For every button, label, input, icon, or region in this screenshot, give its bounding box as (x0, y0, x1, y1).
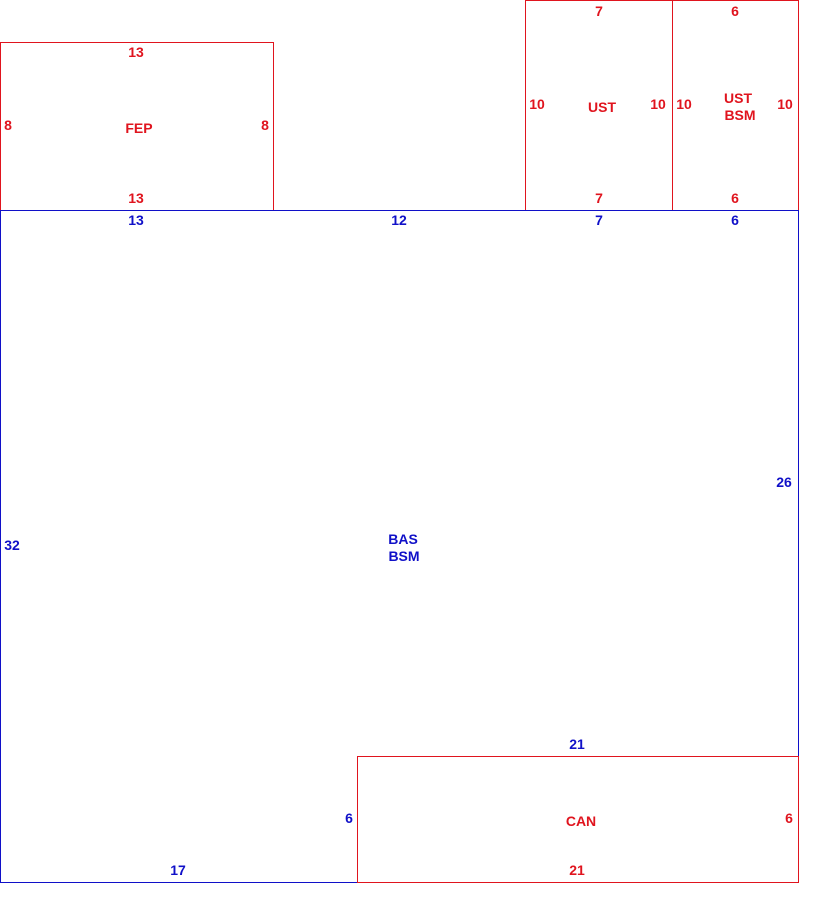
bas-bsm-top-dimension-1: 13 (128, 212, 144, 228)
ust-left-dimension: 10 (529, 96, 545, 112)
bas-bsm-notch-top-dimension: 21 (569, 736, 585, 752)
ust-top-dimension: 7 (595, 3, 603, 19)
bas-bsm-left-dimension: 32 (4, 537, 20, 553)
ust-bsm-name-line2: BSM (724, 107, 755, 123)
bas-bsm-bottom-dimension: 17 (170, 862, 186, 878)
ust-bsm-name-line1: UST (724, 90, 752, 106)
can-name: CAN (566, 813, 596, 829)
bas-bsm-notch-side-dimension: 6 (345, 810, 353, 826)
fep-right-dimension: 8 (261, 117, 269, 133)
ust-name: UST (588, 99, 616, 115)
bas-bsm-top-dimension-4: 6 (731, 212, 739, 228)
ust-bsm-bottom-dimension: 6 (731, 190, 739, 206)
fep-top-dimension: 13 (128, 44, 144, 60)
bas-bsm-top-dimension-2: 12 (391, 212, 407, 228)
fep-name: FEP (125, 120, 152, 136)
can-outline (357, 756, 799, 883)
bas-bsm-right-dimension: 26 (776, 474, 792, 490)
ust-bottom-dimension: 7 (595, 190, 603, 206)
can-right-dimension: 6 (785, 810, 793, 826)
can-bottom-dimension: 21 (569, 862, 585, 878)
fep-left-dimension: 8 (4, 117, 12, 133)
ust-bsm-right-dimension: 10 (777, 96, 793, 112)
ust-bsm-top-dimension: 6 (731, 3, 739, 19)
bas-bsm-name-line2: BSM (388, 548, 419, 564)
bas-bsm-top-dimension-3: 7 (595, 212, 603, 228)
ust-bsm-left-dimension: 10 (676, 96, 692, 112)
bas-bsm-name-line1: BAS (388, 531, 418, 547)
fep-bottom-dimension: 13 (128, 190, 144, 206)
ust-right-dimension: 10 (650, 96, 666, 112)
